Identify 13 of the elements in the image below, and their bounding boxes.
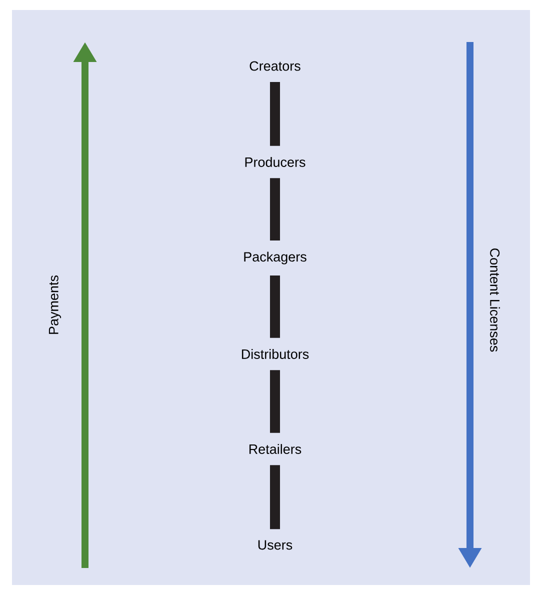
stage-label: Packagers bbox=[244, 252, 306, 264]
connector-bar bbox=[270, 82, 280, 146]
stage-label: Users bbox=[258, 540, 292, 550]
connector-bar bbox=[270, 370, 280, 433]
stage-label: Creators bbox=[250, 61, 300, 71]
stage-label: Retailers bbox=[249, 444, 302, 454]
connector-bar bbox=[270, 465, 280, 530]
connector-bar bbox=[270, 178, 280, 241]
axis-label: Payments bbox=[48, 276, 62, 334]
connector-bar bbox=[270, 276, 280, 338]
stage-label: Producers bbox=[245, 157, 306, 167]
axis-label: Content Licenses bbox=[490, 248, 500, 352]
stage-label: Distributors bbox=[242, 349, 309, 359]
